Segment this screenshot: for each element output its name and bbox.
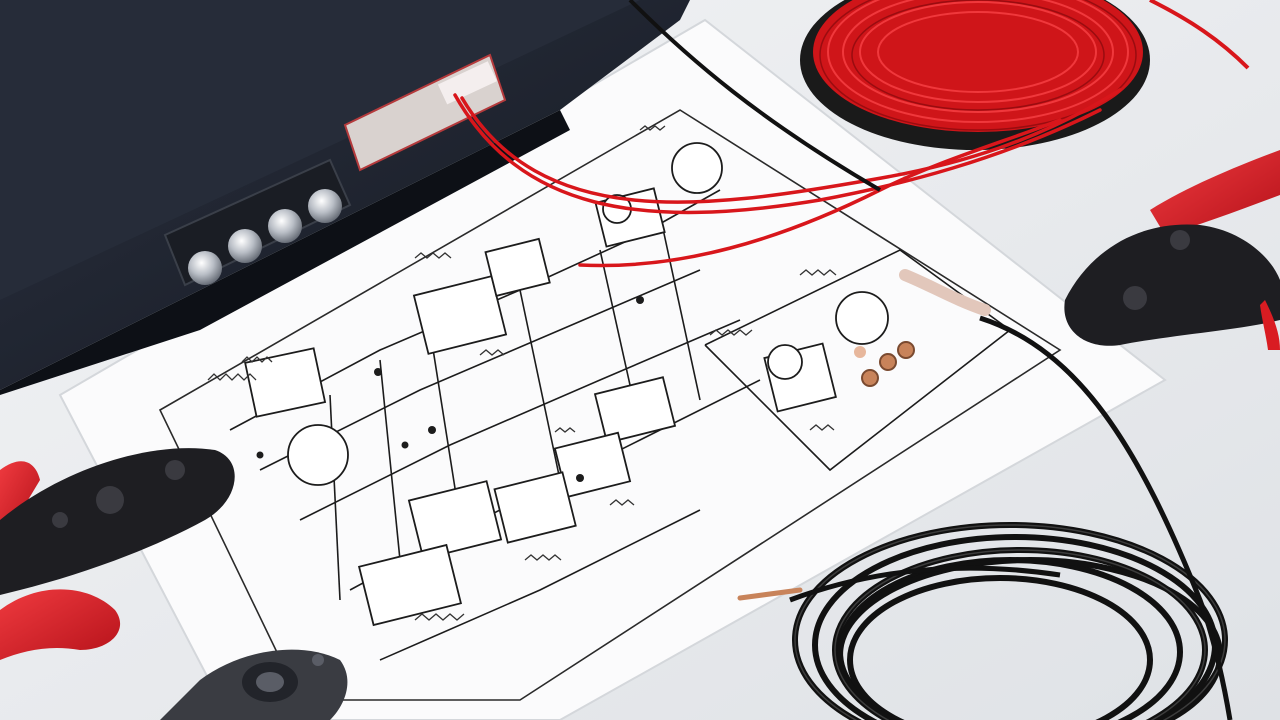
red-wires (453, 88, 1122, 268)
pivot-bolt-icon (96, 486, 124, 514)
terminal-screw-icon (268, 209, 302, 243)
pivot-bolt-icon (1170, 230, 1190, 250)
red-wire-spool (800, 0, 1250, 150)
crimping-tool-left (0, 448, 235, 660)
crimping-tool-right (1064, 150, 1280, 350)
schematic-circles (287, 142, 889, 486)
terminal-screw-icon (188, 251, 222, 285)
amplifier-terminal-block (163, 158, 352, 287)
pivot-bolt-icon (165, 460, 185, 480)
schematic-components (244, 187, 837, 627)
terminal-screw-icon (308, 189, 342, 223)
black-wire-coil (737, 315, 1233, 720)
schematic-junctions (256, 296, 644, 482)
pivot-bolt-icon (1123, 286, 1147, 310)
stripped-wire-end (737, 587, 803, 601)
black-wire-top (628, 0, 882, 192)
amplifier-connector (343, 53, 507, 172)
schematic-label-marks (207, 125, 837, 621)
amplifier (0, 0, 690, 395)
terminal-screw-icon (228, 229, 262, 263)
wiring-diagram-sheet (58, 18, 1167, 720)
grommet-part (160, 649, 348, 720)
terminal-lugs (854, 269, 991, 387)
black-wire-lead (979, 315, 1233, 720)
